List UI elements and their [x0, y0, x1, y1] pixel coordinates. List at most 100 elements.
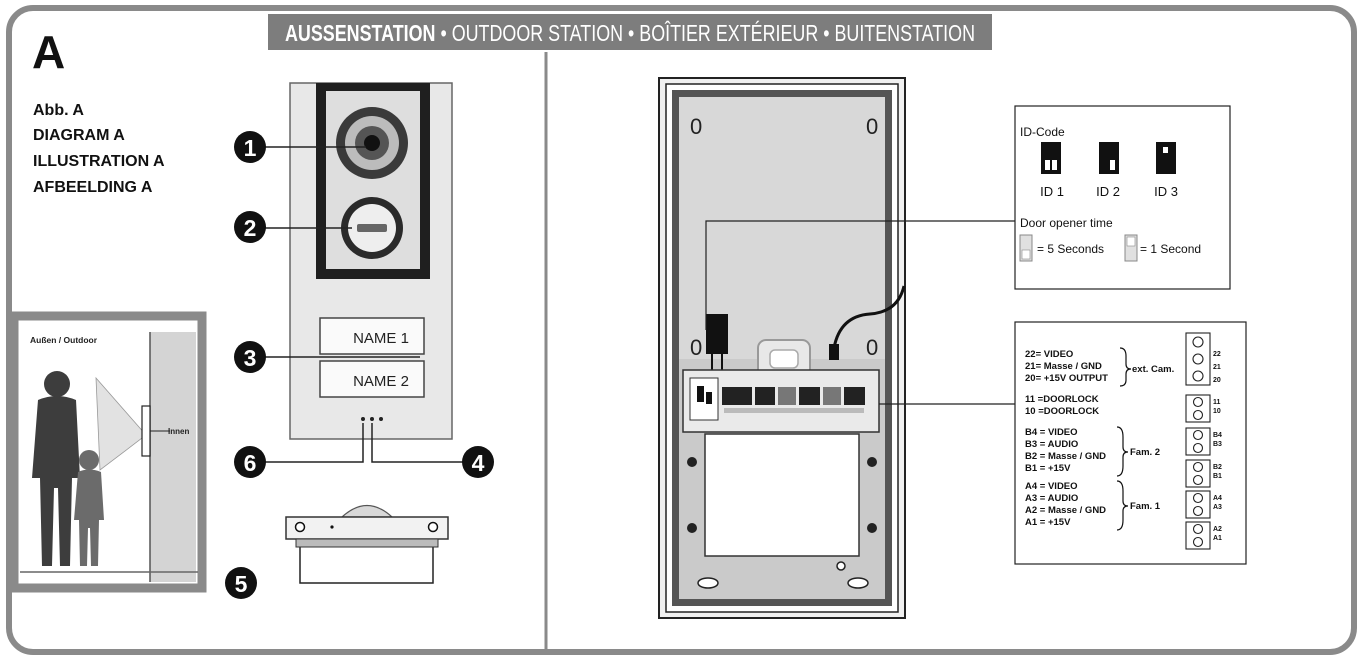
- indoor-label: Innen: [168, 427, 189, 436]
- callout-number: 3: [244, 345, 257, 371]
- header-title-rest: • OUTDOOR STATION • BOÎTIER EXTÉRIEUR • …: [435, 20, 975, 46]
- name-plate-label: NAME 2: [353, 373, 409, 390]
- callout-markers: 1 2 3 4 5 6: [225, 131, 494, 599]
- screw-terminals: [722, 387, 865, 413]
- terminal-label: A2: [1213, 526, 1222, 533]
- id-label: ID 2: [1096, 184, 1120, 199]
- terminal-label: B1: [1213, 473, 1222, 480]
- bottom-lip: [295, 538, 439, 548]
- screw-mark: 0: [866, 335, 878, 360]
- camera-lens: [364, 135, 380, 151]
- screw-mark: 0: [690, 114, 702, 139]
- caption-line: Abb. A: [33, 102, 84, 119]
- id-code-title: ID-Code: [1020, 125, 1065, 139]
- callout-number: 5: [235, 571, 248, 597]
- adult-silhouette: [32, 371, 80, 566]
- callout-number: 2: [244, 215, 257, 241]
- wiring-line: 11 =DOORLOCK: [1025, 394, 1099, 405]
- dip-switch: [697, 386, 704, 402]
- led-dot: [330, 525, 334, 529]
- screw-icon: [294, 521, 306, 533]
- bottom-body: [285, 516, 449, 540]
- mounted-station: [141, 405, 151, 457]
- terminal-label: 22: [1213, 351, 1221, 358]
- screw-icon: [427, 521, 439, 533]
- caption-line: AFBEELDING A: [33, 179, 153, 196]
- id-label: ID 1: [1040, 184, 1064, 199]
- header-title-main: AUSSENSTATION: [285, 20, 435, 46]
- id-label: ID 3: [1154, 184, 1178, 199]
- indoor-wall: [150, 332, 196, 582]
- wiring-line: B4 = VIDEO: [1025, 427, 1078, 438]
- wiring-line: 21= Masse / GND: [1025, 361, 1102, 372]
- callout-number: 4: [472, 450, 485, 476]
- callout-marker: [225, 567, 257, 599]
- terminal-label: A4: [1213, 495, 1222, 502]
- wiring-line: B2 = Masse / GND: [1025, 451, 1106, 462]
- door-opener-title: Door opener time: [1020, 216, 1113, 230]
- id-code-box: ID-Code ID 1 ID 2 ID 3 Door opener time …: [1014, 105, 1231, 290]
- name-plate-label: NAME 1: [353, 330, 409, 347]
- plug-connector: [706, 314, 728, 354]
- id-code-frame: [1014, 105, 1231, 290]
- terminal-label: A3: [1213, 504, 1222, 511]
- caption-line: DIAGRAM A: [33, 127, 125, 144]
- leader-lines: [705, 220, 1016, 405]
- wiring-line: A4 = VIDEO: [1025, 481, 1078, 492]
- wiring-line: 20= +15V OUTPUT: [1025, 373, 1108, 384]
- mounting-plate: [704, 433, 860, 557]
- callout-marker: [234, 341, 266, 373]
- bottom-view: [285, 504, 449, 548]
- caption-line: ILLUSTRATION A: [33, 153, 165, 170]
- terminal-icons: [1185, 332, 1211, 550]
- wiring-line: A2 = Masse / GND: [1025, 505, 1106, 516]
- terminal-label: A1: [1213, 535, 1222, 542]
- name-plate: [319, 360, 425, 398]
- dip-switch-id1: [1041, 142, 1061, 174]
- terminal-label: 11: [1213, 399, 1221, 406]
- screw-icon: [836, 561, 846, 571]
- callout-marker: [462, 446, 494, 478]
- screw-mark: 0: [866, 114, 878, 139]
- terminal-label: B4: [1213, 432, 1222, 439]
- terminal-label: 21: [1213, 364, 1221, 371]
- callout-lines: [264, 146, 464, 584]
- speaker-hole: [379, 417, 383, 421]
- drain-slot: [847, 577, 869, 589]
- group-label: ext. Cam.: [1132, 364, 1174, 375]
- callout-marker: [234, 131, 266, 163]
- wiring-box: 22= VIDEO 21= Masse / GND 20= +15V OUTPU…: [1014, 321, 1247, 565]
- wiring-line: B1 = +15V: [1025, 463, 1071, 474]
- terminal-label: B2: [1213, 464, 1222, 471]
- callout-number: 6: [244, 450, 257, 476]
- bell-symbol: [357, 224, 387, 232]
- back-panel: 0 0 0 0: [658, 77, 906, 619]
- speaker-hole: [361, 417, 365, 421]
- wiring-line: 22= VIDEO: [1025, 349, 1073, 360]
- wiring-line: A1 = +15V: [1025, 517, 1071, 528]
- door-time-option: = 1 Second: [1140, 242, 1201, 256]
- door-time-option: = 5 Seconds: [1037, 242, 1104, 256]
- header-background: [268, 14, 992, 50]
- callout-number: 1: [244, 135, 257, 161]
- wiring-line: B3 = AUDIO: [1025, 439, 1078, 450]
- dip-switch-id2: [1099, 142, 1119, 174]
- name-plate: [319, 317, 425, 355]
- group-braces: [1116, 347, 1132, 531]
- dip-switch: [706, 392, 712, 404]
- section-letter: A: [32, 26, 65, 78]
- cable-plug: [829, 344, 839, 360]
- terminal-label: 20: [1213, 377, 1221, 384]
- wiring-line: A3 = AUDIO: [1025, 493, 1078, 504]
- front-panel: NAME 1 NAME 2: [289, 82, 453, 440]
- group-label: Fam. 1: [1130, 501, 1161, 512]
- drain-slot: [697, 577, 719, 589]
- header-title: AUSSENSTATION • OUTDOOR STATION • BOÎTIE…: [285, 20, 975, 46]
- camera-cable: [832, 285, 906, 349]
- speaker-hole: [370, 417, 374, 421]
- dip-switch-id3: [1156, 142, 1176, 174]
- child-silhouette: [74, 450, 104, 566]
- header-banner: AUSSENSTATION • OUTDOOR STATION • BOÎTIE…: [268, 14, 992, 50]
- terminal-label: B3: [1213, 441, 1222, 448]
